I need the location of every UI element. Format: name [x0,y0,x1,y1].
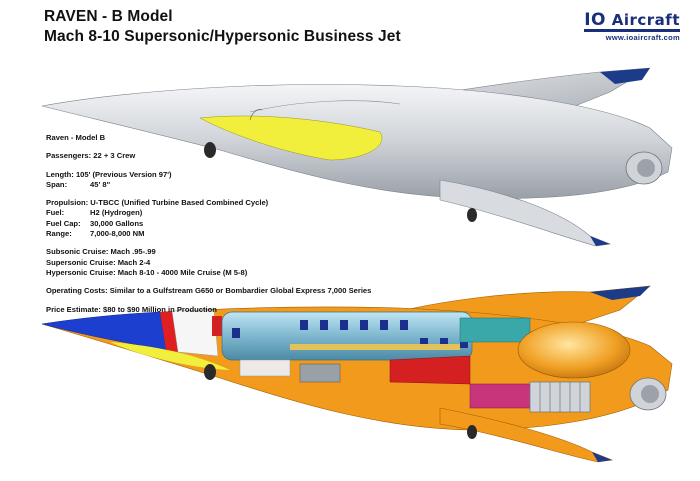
cutaway-view-aircraft [41,285,673,463]
spec-propulsion: Propulsion: U-TBCC (Unified Turbine Base… [46,198,269,208]
spec-range-label: Range: [46,229,72,239]
spec-supersonic: Supersonic Cruise: Mach 2-4 [46,257,151,267]
exterior-view-aircraft [41,67,673,247]
spec-price: Price Estimate: $80 to $90 Million in Pr… [46,304,217,314]
spec-length: Length: 105' (Previous Version 97') [46,169,172,179]
spec-hypersonic: Hypersonic Cruise: Mach 8-10 - 4000 Mile… [46,267,248,277]
page-subtitle: Mach 8-10 Supersonic/Hypersonic Business… [44,28,401,45]
page-title: RAVEN - B Model [44,8,173,25]
spec-fuelcap-value: 30,000 Gallons [90,218,144,228]
spec-range-value: 7,000-8,000 NM [90,229,145,239]
logo-brand: IO [584,10,606,30]
logo-underline [584,29,680,32]
spec-subsonic: Subsonic Cruise: Mach .95-.99 [46,247,156,257]
spec-span-value: 45' 8" [90,179,111,189]
io-aircraft-logo: IO Aircraft www.ioaircraft.com [584,12,680,42]
spec-model: Raven - Model B [46,133,106,142]
spec-block: Raven - Model B Passengers: 22 + 3 Crew … [46,133,371,315]
spec-operating-costs: Operating Costs: Similar to a Gulfstream… [46,286,372,296]
spec-fuel-value: H2 (Hydrogen) [90,208,143,218]
spec-fuel-label: Fuel: [46,208,65,218]
spec-fuelcap-label: Fuel Cap: [46,218,81,228]
logo-brand-rest: Aircraft [611,11,680,29]
logo-url: www.ioaircraft.com [605,33,680,42]
spec-passengers: Passengers: 22 + 3 Crew [46,151,136,161]
spec-span-label: Span: [46,179,68,189]
